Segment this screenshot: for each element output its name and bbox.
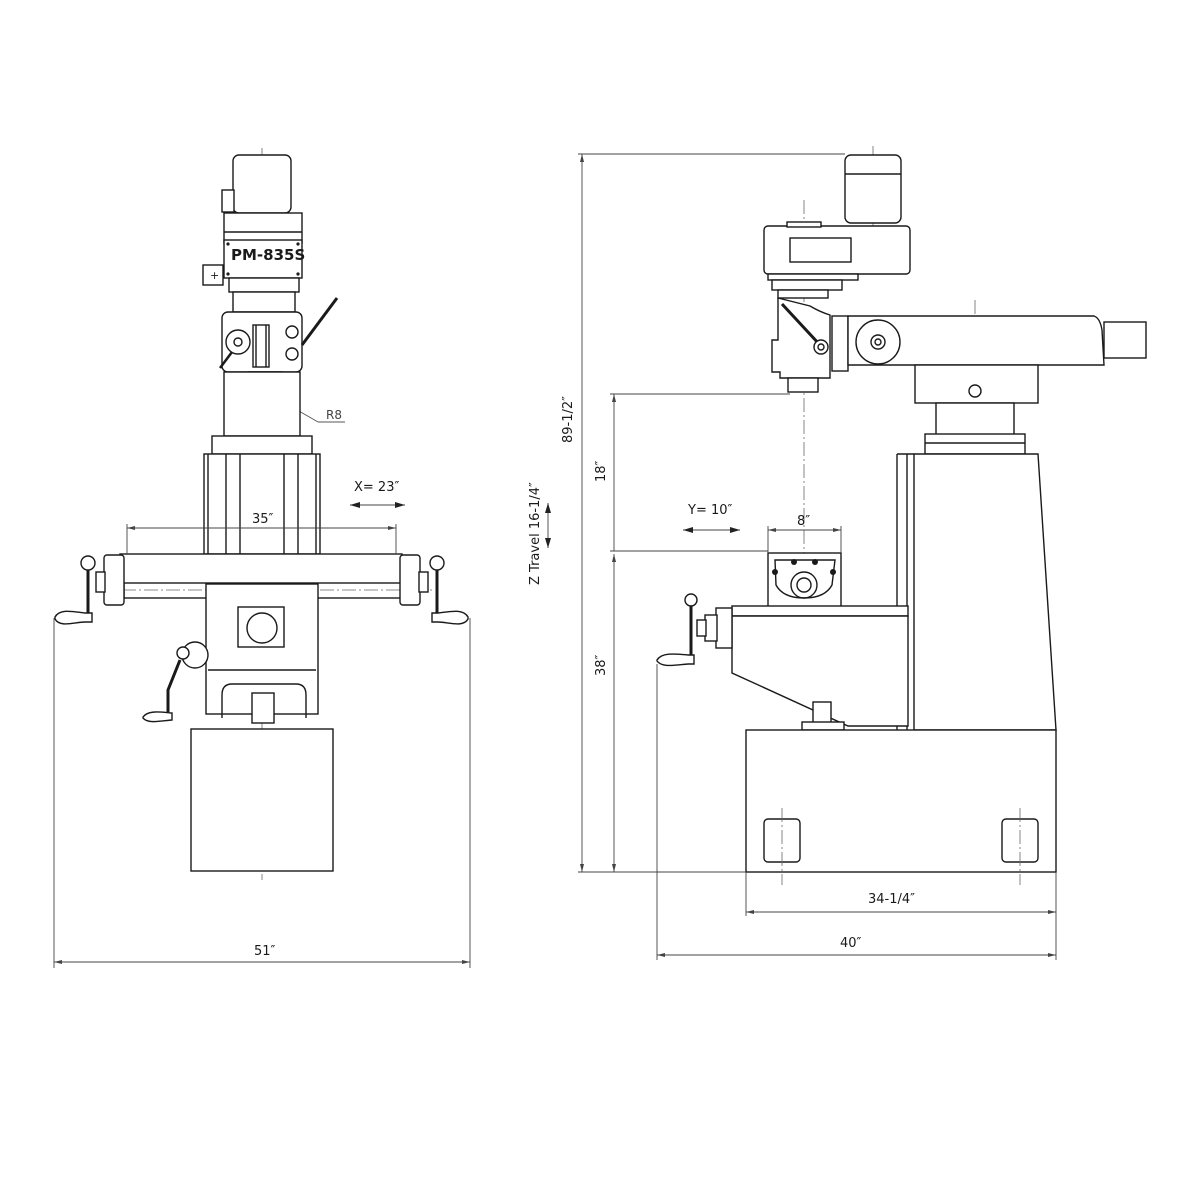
spindle-taper-label: R8 bbox=[326, 408, 342, 422]
ram-rear bbox=[1103, 321, 1147, 359]
side-spindle-nose bbox=[787, 377, 819, 393]
y-handle-knob bbox=[684, 593, 698, 607]
x-handle-left-grip bbox=[54, 610, 93, 625]
front-view: + bbox=[53, 148, 471, 968]
table-width-label: 8″ bbox=[797, 514, 811, 529]
motor bbox=[232, 154, 292, 214]
x-handle-left-knob bbox=[80, 555, 96, 571]
svg-text:+: + bbox=[210, 269, 219, 282]
ram-neck bbox=[223, 371, 301, 437]
z-travel-label: Z Travel 16-1/4″ bbox=[528, 482, 543, 585]
side-knee bbox=[731, 615, 909, 727]
model-plate-label: PM-835S bbox=[231, 246, 306, 264]
table-height-label: 38″ bbox=[594, 654, 609, 676]
ram-turret bbox=[855, 319, 901, 365]
switch-box bbox=[202, 264, 224, 286]
spindle-to-table-label: 18″ bbox=[594, 460, 609, 482]
overall-depth-label: 40″ bbox=[840, 936, 862, 951]
side-view bbox=[545, 146, 1147, 960]
model-plate bbox=[223, 239, 303, 279]
feed-handwheel bbox=[225, 329, 251, 355]
column bbox=[203, 453, 321, 555]
table bbox=[119, 553, 403, 585]
side-column bbox=[913, 453, 1057, 731]
side-base bbox=[745, 729, 1057, 873]
side-quill bbox=[771, 297, 831, 379]
table-length-label: 35″ bbox=[252, 512, 274, 527]
overall-height-label: 89-1/2″ bbox=[561, 395, 576, 443]
head-top bbox=[223, 212, 303, 244]
side-motor bbox=[844, 154, 902, 224]
motor-junction-box bbox=[221, 189, 235, 213]
x-travel-label: X= 23″ bbox=[354, 480, 400, 495]
z-crank-grip bbox=[142, 711, 173, 723]
y-handle-grip bbox=[656, 653, 695, 667]
x-handle-right-knob bbox=[429, 555, 445, 571]
overall-width-label: 51″ bbox=[254, 944, 276, 959]
vise bbox=[767, 552, 842, 612]
base bbox=[190, 728, 334, 872]
side-head bbox=[763, 225, 911, 275]
x-handle-right-grip bbox=[431, 610, 469, 625]
y-travel-label: Y= 10″ bbox=[688, 503, 733, 518]
base-depth-label: 34-1/4″ bbox=[868, 892, 916, 907]
